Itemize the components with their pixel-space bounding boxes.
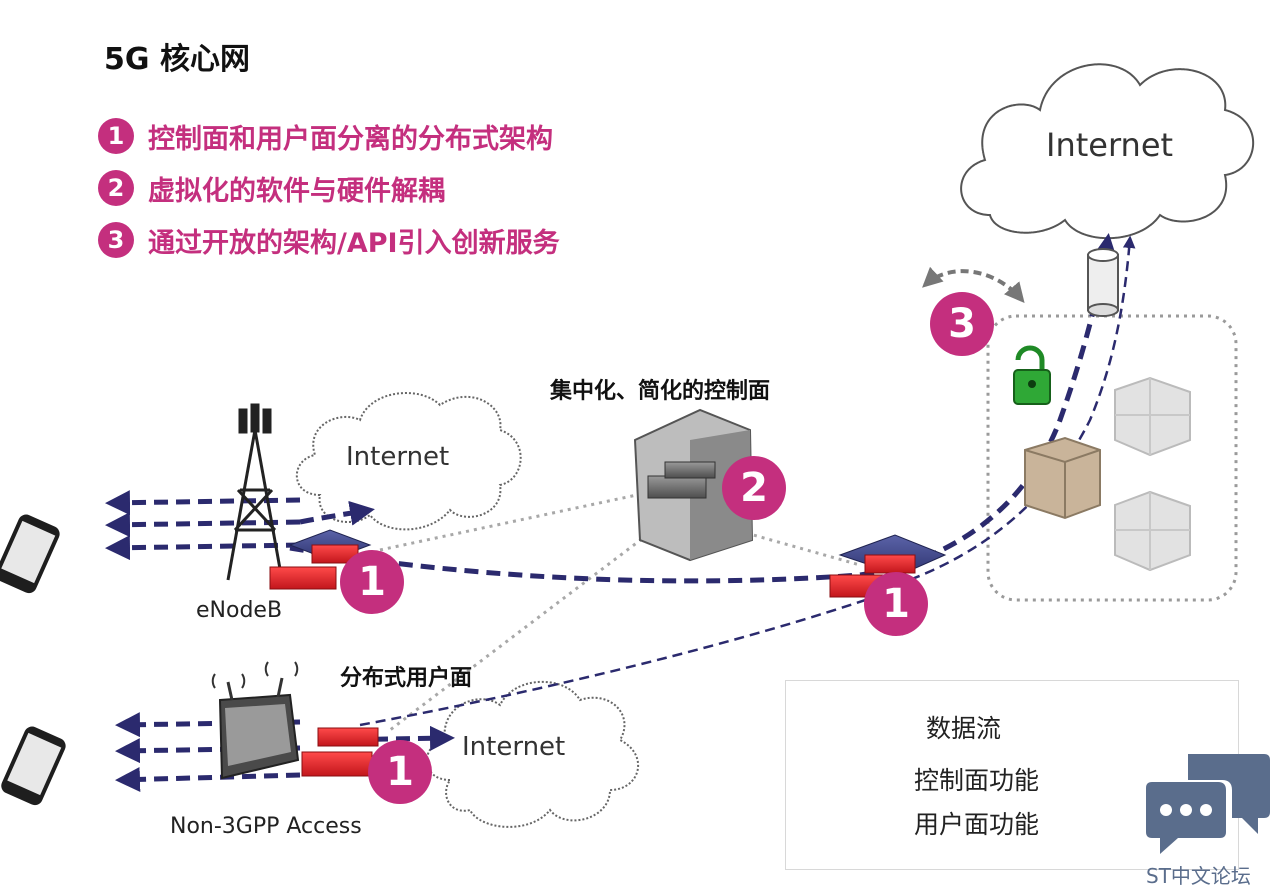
control-links xyxy=(379,488,861,732)
marker-1-non3gpp: 1 xyxy=(368,740,432,804)
wifi-router-icon xyxy=(211,661,300,780)
phone-icon-bottom xyxy=(1,726,66,806)
internet-label-bottom: Internet xyxy=(462,732,566,762)
vnf-box-icon-1 xyxy=(1114,376,1191,457)
point-text: 通过开放的架构/API引入创新服务 xyxy=(148,227,560,259)
cell-tower-icon xyxy=(226,403,284,581)
non3gpp-label: Non-3GPP Access xyxy=(170,814,362,839)
page-title: 5G 核心网 xyxy=(104,42,250,77)
phone-icon-top xyxy=(0,514,60,594)
internet-label-top: Internet xyxy=(1046,126,1174,164)
marker-1-enodeb: 1 xyxy=(340,550,404,614)
unlock-icon xyxy=(1013,345,1051,405)
cloud-middle xyxy=(295,392,522,531)
forum-chat-icon xyxy=(1146,754,1270,854)
control-plane-label: 集中化、简化的控制面 xyxy=(550,379,771,404)
openness-arrow xyxy=(922,266,1025,304)
point-text: 控制面和用户面分离的分布式架构 xyxy=(148,123,553,155)
marker-3-open-api: 3 xyxy=(930,292,994,356)
user-plane-icon-non3gpp xyxy=(301,727,379,777)
enodeb-label: eNodeB xyxy=(196,598,283,623)
gateway-pipe-icon xyxy=(1087,248,1119,317)
key-point-1: 1 控制面和用户面分离的分布式架构 xyxy=(98,116,553,156)
cloud-bottom xyxy=(425,680,640,828)
service-platform-box xyxy=(986,314,1238,602)
point-text: 虚拟化的软件与硬件解耦 xyxy=(148,175,445,207)
point-number-badge: 2 xyxy=(98,170,134,206)
key-point-3: 3 通过开放的架构/API引入创新服务 xyxy=(98,220,560,260)
marker-1-core: 1 xyxy=(864,572,928,636)
point-number-badge: 3 xyxy=(98,222,134,258)
watermark-text: ST中文论坛 xyxy=(1146,864,1251,888)
legend-control-label: 控制面功能 xyxy=(914,766,1040,795)
user-plane-label: 分布式用户面 xyxy=(340,666,473,691)
internet-label-middle: Internet xyxy=(346,442,450,472)
legend-user-label: 用户面功能 xyxy=(914,810,1040,839)
data-flow-thin xyxy=(359,235,1136,727)
legend-data-flow-label: 数据流 xyxy=(926,714,1002,743)
point-number-badge: 1 xyxy=(98,118,134,154)
user-plane-icon-enodeb xyxy=(269,544,359,590)
vnf-box-icon-2 xyxy=(1114,490,1191,572)
key-point-2: 2 虚拟化的软件与硬件解耦 xyxy=(98,168,445,208)
control-plane-server-icon xyxy=(633,408,754,562)
vnf-box-icon-active xyxy=(1024,436,1101,520)
marker-2-server: 2 xyxy=(722,456,786,520)
